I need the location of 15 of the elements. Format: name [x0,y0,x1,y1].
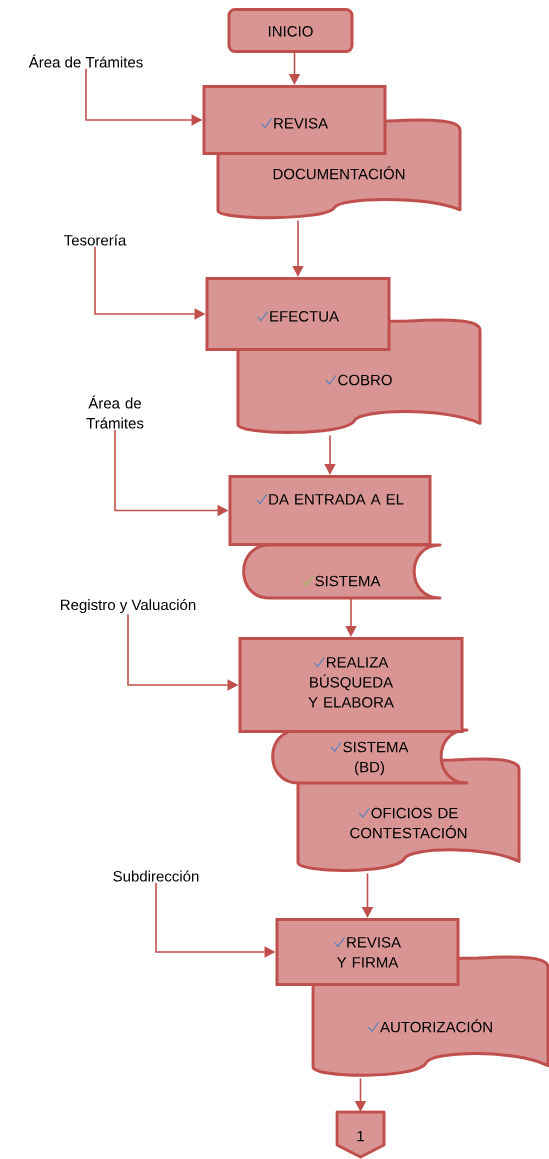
process-box: REALIZA BÚSQUEDA Y ELABORA [238,637,464,733]
role-label: Registro y Valuación [61,598,196,614]
process-box: REVISA [202,85,387,155]
arrow [292,219,304,277]
process-box: EFECTUA [205,277,391,351]
start-box: INICIO [227,8,354,53]
role-label: Tesorería [64,234,127,246]
off-page-connector: 1 [335,1110,386,1159]
role-label: Área de Trámites [86,395,144,429]
process-box: REVISA Y FIRMA [275,918,460,986]
process-box: DA ENTRADA A EL [228,475,432,546]
node-label: AUTORIZACIÓN [380,1019,492,1033]
arrow [324,434,336,475]
role-label: Subdirección [113,870,199,882]
role-label: Área de Trámites [28,54,143,68]
